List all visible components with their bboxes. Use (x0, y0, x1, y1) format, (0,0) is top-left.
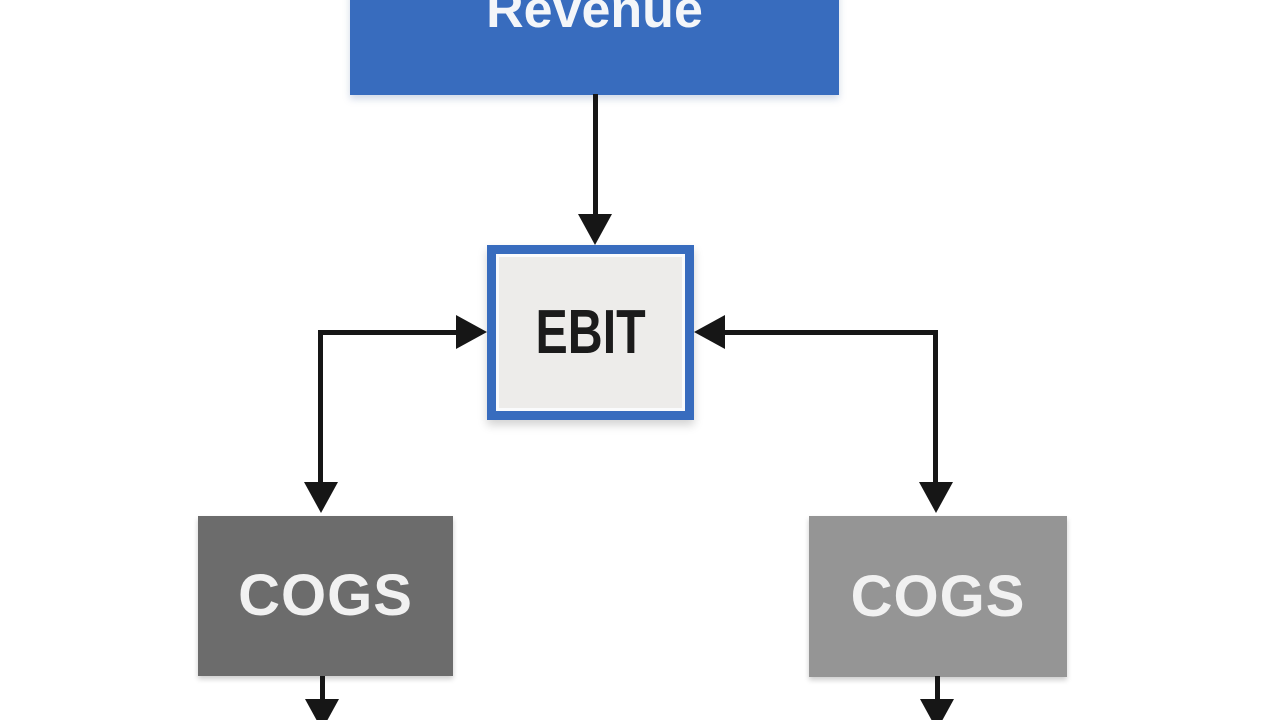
connector-left-vertical-line (318, 330, 323, 482)
arrowhead-into-cogs-left-top (304, 482, 338, 513)
node-ebit-label: EBIT (535, 297, 646, 367)
connector-cogs-right-down-line (935, 676, 940, 701)
connector-right-vertical-line (933, 330, 938, 482)
arrowhead-into-ebit-top (578, 214, 612, 245)
node-cogs-left: COGS (198, 516, 453, 676)
node-cogs-right-label: COGS (850, 563, 1026, 629)
arrowhead-into-ebit-left (456, 315, 487, 349)
arrowhead-cogs-right-down (920, 699, 954, 720)
connector-left-horizontal-line (318, 330, 459, 335)
arrowhead-into-ebit-right (694, 315, 725, 349)
arrowhead-into-cogs-right-top (919, 482, 953, 513)
connector-right-horizontal-line (723, 330, 935, 335)
node-revenue-label: Revenue (486, 0, 703, 39)
node-cogs-right: COGS (809, 516, 1067, 677)
node-cogs-left-label: COGS (238, 563, 413, 628)
arrowhead-cogs-left-down (305, 699, 339, 720)
connector-cogs-left-down-line (320, 676, 325, 701)
node-ebit: EBIT (487, 245, 694, 420)
node-revenue: Revenue (350, 0, 839, 95)
connector-revenue-ebit-line (593, 94, 598, 217)
